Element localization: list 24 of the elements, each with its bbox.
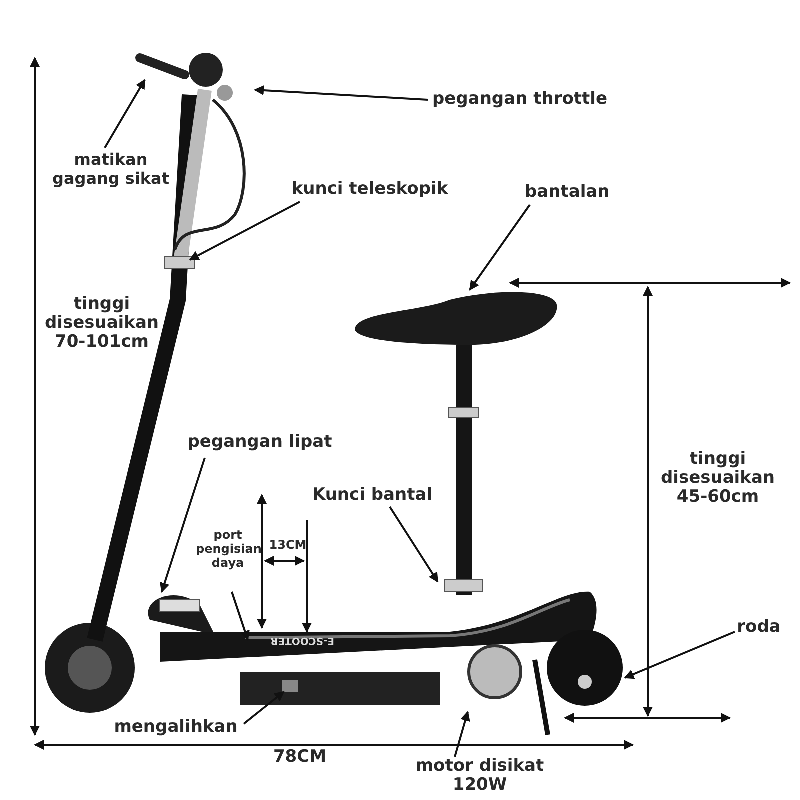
callout-label: pegangan lipat	[185, 433, 335, 452]
leader-line	[254, 86, 428, 101]
callout-label: motor disikat 120W	[390, 757, 570, 795]
dimension-label: 13CM	[268, 538, 308, 552]
leader-line	[469, 204, 531, 291]
leader-line	[389, 506, 439, 583]
callout-label: pegangan throttle	[430, 90, 610, 109]
dimension-label: tinggi disesuaikan 70-101cm	[44, 295, 160, 352]
leader-line	[189, 201, 300, 261]
callout-label: mengalihkan	[112, 718, 240, 737]
leader-line	[231, 592, 250, 641]
callout-label: kunci teleskopik	[290, 180, 450, 199]
dimension-label: 78CM	[272, 748, 328, 767]
callout-label: Kunci bantal	[310, 486, 435, 505]
deck-lettering: E-SCOOTER	[270, 634, 336, 646]
leader-line	[454, 711, 470, 758]
dimension-label: tinggi disesuaikan 45-60cm	[660, 450, 776, 507]
leader-line	[160, 458, 206, 593]
leader-line	[624, 631, 736, 680]
callout-label: port pengisian daya	[196, 528, 260, 570]
leader-line	[104, 79, 146, 148]
leader-line	[243, 691, 285, 725]
callout-label: roda	[735, 618, 783, 637]
callout-label: matikan gagang sikat	[46, 150, 176, 188]
